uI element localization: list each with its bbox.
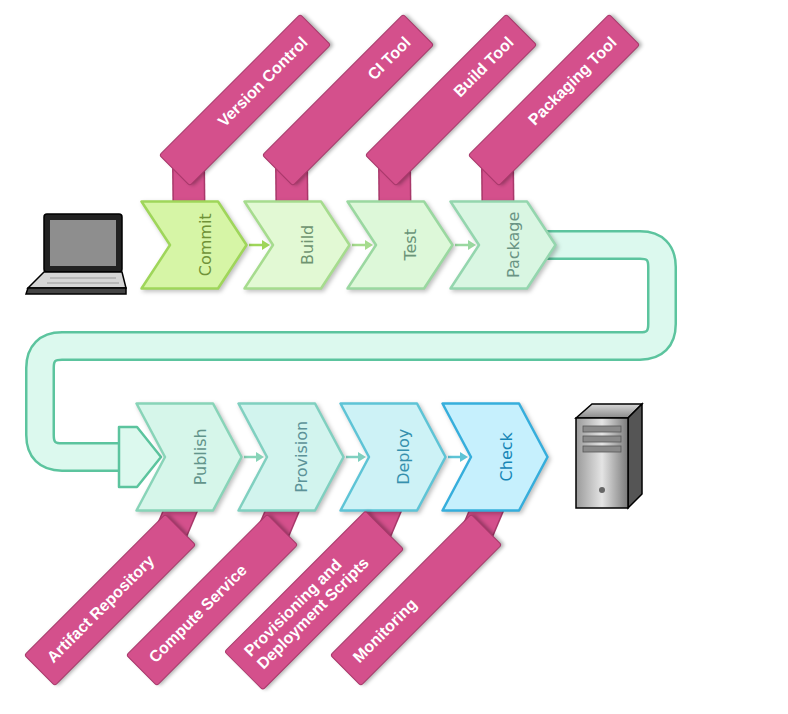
flow-connector xyxy=(346,452,366,462)
flow-connector xyxy=(448,452,468,462)
tool-label: Monitoring xyxy=(349,595,420,666)
chevron-shape xyxy=(339,402,447,512)
stage-label: Build xyxy=(299,225,317,265)
chevron-shape xyxy=(243,200,351,290)
tool-label: Version Control xyxy=(214,33,311,130)
chevron-shape xyxy=(449,200,557,290)
tool-label: Packaging Tool xyxy=(525,33,621,129)
flow-connector xyxy=(244,452,264,462)
stage-chevron: Check xyxy=(441,402,549,512)
laptop-icon xyxy=(26,214,126,294)
flow-connector xyxy=(352,240,373,250)
chevron-shape xyxy=(441,402,549,512)
flow-connector xyxy=(249,240,270,250)
stage-label: Deploy xyxy=(395,429,413,485)
stage-chevron: Commit xyxy=(140,200,248,290)
stage-chevron: Package xyxy=(449,200,557,290)
chevron-shape xyxy=(140,200,248,290)
stage-label: Package xyxy=(505,212,523,278)
chevron-shape xyxy=(135,402,243,512)
stage-chevron: Provision xyxy=(237,402,345,512)
stage-chevron: Build xyxy=(243,200,351,290)
stage-label: Publish xyxy=(191,428,209,485)
stage-label: Test xyxy=(402,229,420,261)
tool-label: CI Tool xyxy=(364,33,415,84)
stage-label: Provision xyxy=(293,421,311,493)
stage-label: Commit xyxy=(196,213,214,276)
stage-chevron: Test xyxy=(346,200,454,290)
flow-connector xyxy=(455,240,476,250)
stage-chevron: Deploy xyxy=(339,402,447,512)
stage-label: Check xyxy=(497,432,515,481)
tool-label: Build Tool xyxy=(450,33,517,100)
chevron-shape xyxy=(346,200,454,290)
stage-chevron: Publish xyxy=(135,402,243,512)
server-icon xyxy=(576,404,642,508)
chevron-shape xyxy=(237,402,345,512)
